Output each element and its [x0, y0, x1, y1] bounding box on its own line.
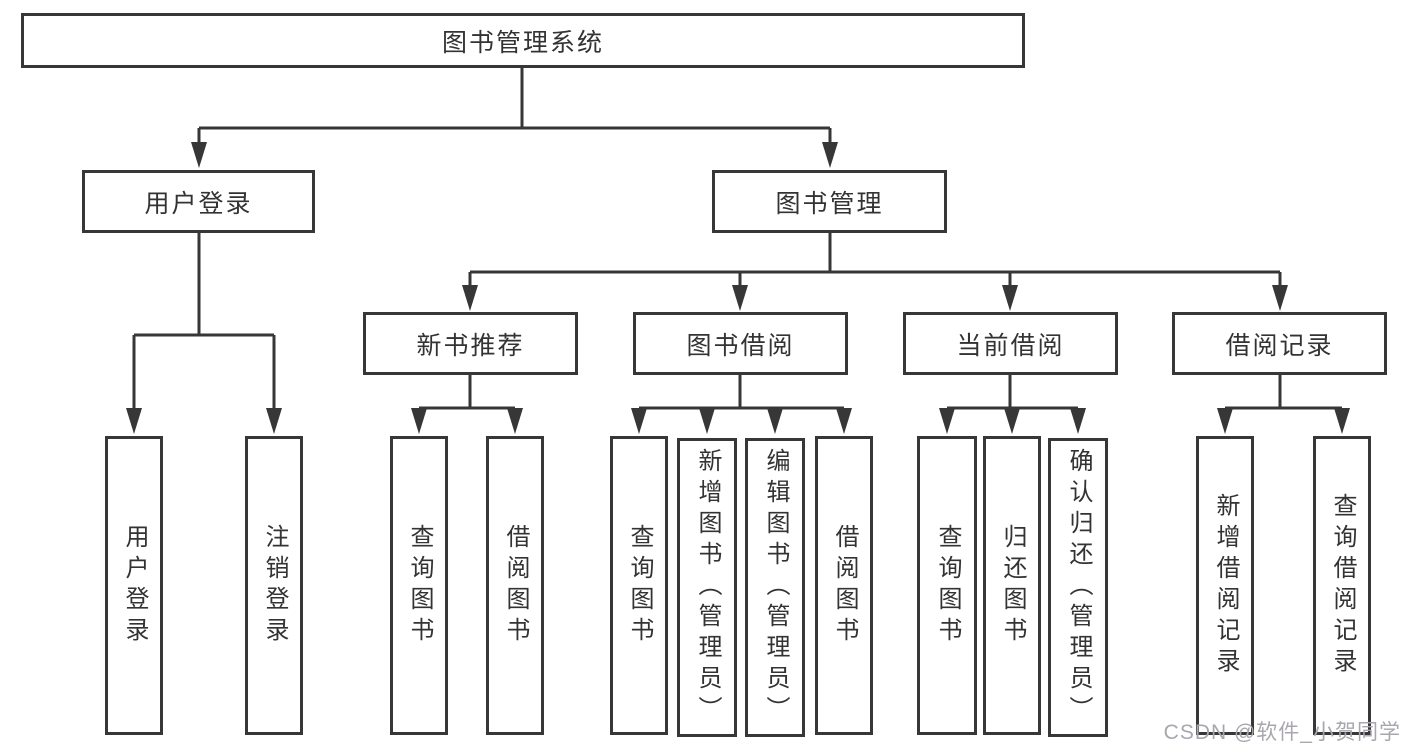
leaf-borrow-books-borrowing: 借阅图书 [815, 436, 873, 735]
leaf-query-books-recommend: 查询图书 [390, 436, 448, 735]
leaf-edit-books-admin: 编辑图书（管理员） [745, 438, 805, 737]
node-book-borrowing: 图书借阅 [633, 312, 848, 375]
node-book-management: 图书管理 [712, 170, 947, 233]
leaf-add-books-admin: 新增图书（管理员） [677, 438, 737, 737]
leaf-borrow-books-recommend: 借阅图书 [486, 436, 544, 735]
leaf-query-books-current: 查询图书 [917, 436, 977, 735]
leaf-confirm-return-admin: 确认归还（管理员） [1048, 438, 1108, 737]
leaf-query-borrow-record: 查询借阅记录 [1313, 436, 1371, 735]
watermark-csdn: CSDN @软件_小贺同学 [1163, 721, 1401, 744]
leaf-query-books-borrowing: 查询图书 [610, 436, 668, 735]
node-library-management-system: 图书管理系统 [21, 13, 1025, 68]
node-borrowing-records: 借阅记录 [1172, 312, 1387, 375]
node-new-book-recommendation: 新书推荐 [363, 312, 578, 375]
node-user-login: 用户登录 [82, 170, 315, 233]
leaf-user-login: 用户登录 [105, 436, 163, 735]
leaf-return-books: 归还图书 [983, 436, 1041, 735]
node-current-borrowing: 当前借阅 [903, 312, 1118, 375]
leaf-logout: 注销登录 [245, 436, 303, 735]
leaf-add-borrow-record: 新增借阅记录 [1196, 436, 1254, 735]
